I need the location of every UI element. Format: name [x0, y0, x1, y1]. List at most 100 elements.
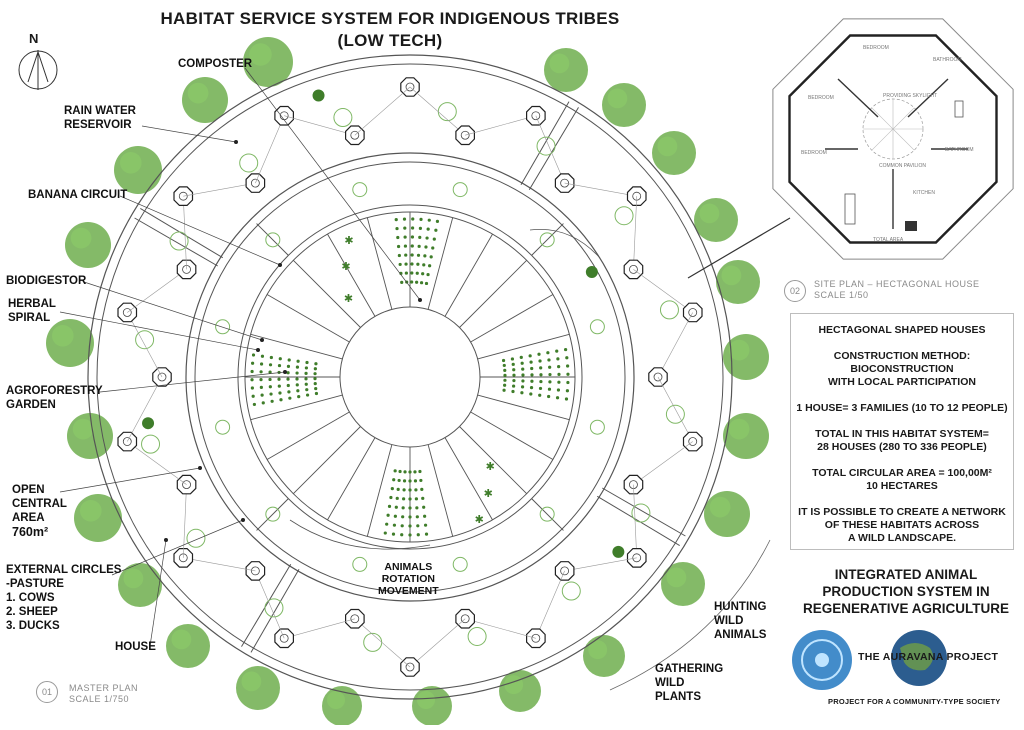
crop-plant — [410, 253, 414, 257]
crop-plant — [268, 385, 272, 389]
crop-plant — [313, 367, 317, 371]
crop-plant — [424, 532, 429, 536]
crop-plant — [547, 394, 551, 399]
crop-plant — [419, 478, 423, 483]
wedge-divider — [470, 411, 554, 460]
band-shrub — [452, 556, 468, 572]
house-core — [531, 111, 541, 121]
crop-plant — [538, 359, 542, 363]
dark-shrub — [585, 266, 598, 278]
band-shrub — [589, 419, 605, 435]
auravana-logo-core — [815, 653, 829, 667]
crop-plant — [530, 379, 534, 383]
label-leader — [119, 195, 281, 266]
crop-plant — [547, 358, 551, 362]
info-line-1: HECTAGONAL SHAPED HOUSES — [818, 324, 986, 336]
band-shrub — [265, 506, 281, 522]
pasture-divider — [596, 495, 680, 546]
outer-ring-2 — [96, 63, 724, 691]
rotation-arrow — [529, 228, 601, 259]
crop-plant — [424, 281, 429, 286]
crop-plant — [277, 377, 281, 381]
rotation-arrow — [289, 519, 431, 550]
crop-plant — [404, 271, 408, 275]
crop-plant — [435, 219, 440, 224]
info-line-10: IT IS POSSIBLE TO CREATE A NETWORK — [798, 506, 1006, 518]
crop-plant — [408, 515, 412, 519]
house-path — [535, 570, 565, 639]
crop-plant — [270, 399, 274, 403]
crop-plant — [416, 533, 420, 537]
crop-plant — [403, 244, 408, 248]
house-path — [284, 618, 355, 639]
crop-plant — [268, 370, 272, 374]
crop-plant — [396, 487, 400, 491]
crop-plant — [415, 271, 419, 275]
wedge-divider — [477, 394, 570, 421]
label-open-central-area: OPEN CENTRAL AREA 760m² — [12, 483, 67, 539]
crop-plant — [396, 235, 400, 240]
crop-plant — [389, 495, 393, 500]
info-box: HECTAGONAL SHAPED HOUSES CONSTRUCTION ME… — [790, 313, 1014, 550]
house-core — [688, 437, 698, 446]
house-octagon — [554, 561, 575, 581]
house-path — [535, 115, 565, 184]
house-path — [633, 196, 638, 270]
crop-plant — [519, 355, 523, 359]
crop-plant — [566, 372, 570, 376]
crop-plant — [427, 218, 431, 222]
pasture-shrub — [239, 153, 259, 173]
crop-plant — [563, 347, 568, 352]
label-leader — [59, 467, 201, 493]
crop-plant — [538, 393, 542, 397]
label-animals-rotation: ANIMALS ROTATION MOVEMENT — [378, 561, 439, 597]
pasture-shrub — [264, 598, 284, 618]
crop-plant — [411, 226, 415, 230]
house-octagon — [682, 302, 703, 323]
tree-highlight — [728, 418, 750, 440]
crop-plant — [418, 235, 422, 239]
crop-plant — [394, 218, 398, 222]
room-label: BEDROOM — [863, 45, 889, 51]
society-subtitle: PROJECT FOR A COMMUNITY-TYPE SOCIETY — [828, 697, 1001, 706]
info-line-5: 1 HOUSE= 3 FAMILIES (10 TO 12 PEOPLE) — [796, 402, 1008, 414]
crop-plant — [269, 392, 273, 396]
house-octagon — [117, 302, 138, 323]
house-core — [279, 633, 289, 643]
house-path — [183, 182, 256, 197]
crop-plant — [304, 377, 308, 381]
house-path — [127, 441, 187, 485]
crop-plant — [537, 352, 541, 356]
crop-plant — [414, 497, 418, 501]
crop-plant — [512, 384, 516, 388]
crop-plant — [422, 505, 426, 509]
label-ext-5: 3. DUCKS — [6, 620, 60, 632]
page-title: HABITAT SERVICE SYSTEM FOR INDIGENOUS TR… — [150, 8, 630, 52]
label-animals-3: MOVEMENT — [378, 585, 439, 597]
crop-plant — [395, 226, 399, 231]
middle-ring-2 — [194, 161, 626, 593]
band-shrub — [352, 182, 368, 198]
house-octagon — [245, 173, 266, 193]
earth-land-icon — [900, 643, 934, 671]
crop-plant — [397, 253, 401, 258]
leader-dot — [164, 538, 168, 542]
leader-dot — [198, 466, 202, 470]
crop-plant — [390, 487, 394, 491]
site-plan-number: 02 — [784, 280, 806, 302]
wedge-divider — [427, 444, 454, 537]
banana-plant: ✱ — [486, 460, 495, 473]
band-shrub — [452, 182, 468, 198]
leader-dot — [260, 338, 264, 342]
house-octagon — [626, 547, 647, 568]
house-octagon — [345, 608, 365, 629]
crop-plant — [520, 391, 524, 395]
crop-plant — [417, 244, 421, 248]
leader-dot — [278, 263, 282, 267]
banana-plant: ✱ — [475, 513, 484, 526]
pasture-shrub — [536, 136, 556, 156]
crop-plant — [530, 366, 534, 371]
crop-plant — [408, 479, 412, 483]
crop-plant — [521, 373, 525, 377]
